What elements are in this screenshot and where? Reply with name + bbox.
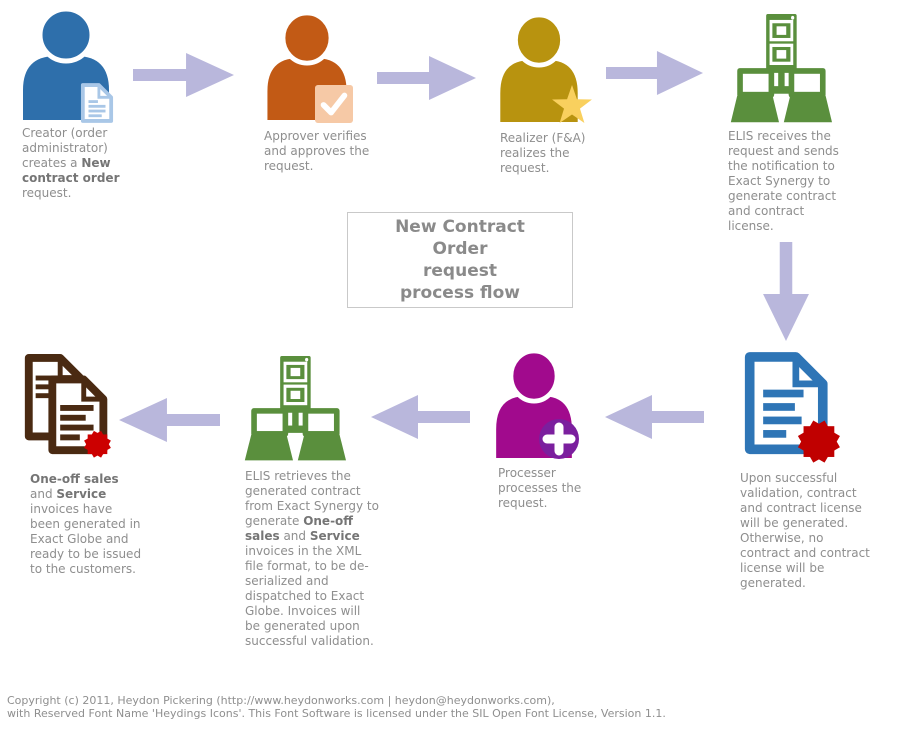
elis-receives-caption: ELIS receives the request and sends the … [728, 129, 839, 233]
realizer-person-icon [494, 14, 584, 122]
arrow-left-icon [604, 394, 704, 440]
creator-caption: Creator (order administrator) creates a … [22, 126, 120, 200]
elis-retrieves-caption: ELIS retrieves the generated contract fr… [245, 469, 379, 648]
arrow-right-icon [377, 55, 477, 101]
diagram-title: New Contract Order request process flow [395, 217, 525, 303]
star-badge-icon [550, 84, 594, 126]
copyright-notice: Copyright (c) 2011, Heydon Pickering (ht… [7, 694, 666, 720]
copyright-line-2: with Reserved Font Name 'Heydings Icons'… [7, 707, 666, 720]
copyright-line-1: Copyright (c) 2011, Heydon Pickering (ht… [7, 694, 555, 707]
contract-generated-caption: Upon successful validation, contract and… [740, 471, 870, 590]
arrow-right-icon [606, 50, 704, 96]
creator-person-icon [16, 8, 116, 120]
invoices-caption: One-off sales and Service invoices have … [30, 472, 142, 576]
processer-caption: Processer processes the request. [498, 466, 582, 510]
arrow-left-icon [118, 397, 220, 443]
approver-caption: Approver verifies and approves the reque… [264, 129, 370, 173]
checkmark-badge-icon [315, 85, 353, 123]
server-network-icon [726, 14, 832, 126]
plus-badge-icon [538, 418, 580, 460]
arrow-right-icon [133, 52, 235, 98]
contract-document-icon [742, 348, 842, 464]
realizer-caption: Realizer (F&A) realizes the request. [500, 131, 586, 175]
server-network-icon [240, 356, 346, 464]
document-badge-icon [80, 82, 114, 124]
title-box: New Contract Order request process flow [347, 212, 573, 308]
invoices-documents-icon [22, 352, 118, 458]
arrow-down-icon [762, 242, 810, 342]
arrow-left-icon [370, 394, 470, 440]
